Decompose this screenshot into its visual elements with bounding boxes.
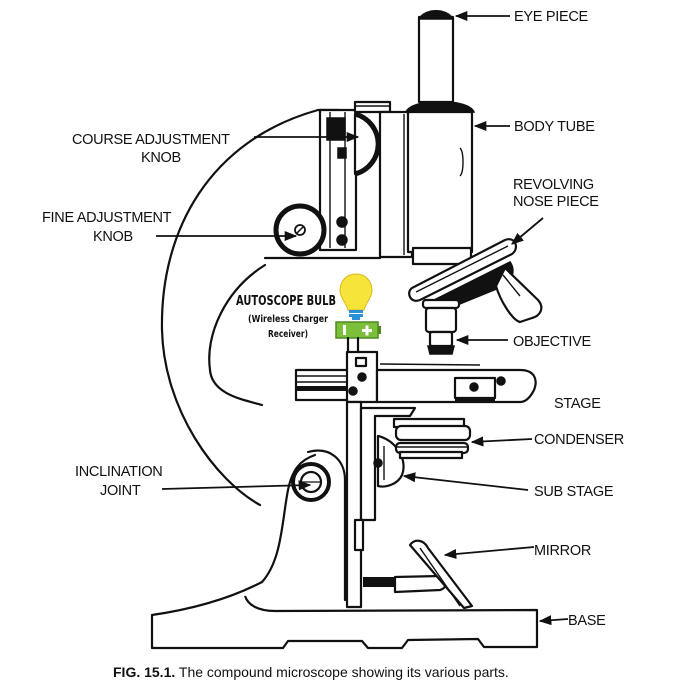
labels: EYE PIECE BODY TUBE REVOLVING NOSE PIECE… xyxy=(42,9,624,629)
label-inclination-line1: INCLINATION xyxy=(75,464,162,480)
figure-caption-number: FIG. 15.1. xyxy=(113,664,175,680)
arm xyxy=(160,108,347,602)
label-sub-stage: SUB STAGE xyxy=(534,484,614,500)
base xyxy=(150,580,539,650)
label-revolving-line1: REVOLVING xyxy=(513,177,594,193)
label-eye-piece: EYE PIECE xyxy=(514,9,588,25)
autoscope-bulb-subtitle-2: Receiver) xyxy=(268,329,308,340)
stage xyxy=(294,350,537,404)
label-objective: OBJECTIVE xyxy=(513,334,592,350)
figure-caption-text: The compound microscope showing its vari… xyxy=(175,664,509,680)
coarse-adjustment-knob[interactable] xyxy=(353,100,392,177)
label-fine-adjustment-line2: KNOB xyxy=(93,229,133,245)
eye-piece xyxy=(417,10,455,104)
figure-caption: FIG. 15.1. The compound microscope showi… xyxy=(113,664,509,680)
body-tube xyxy=(378,100,476,266)
label-base: BASE xyxy=(568,613,606,629)
autoscope-bulb-annotation: AUTOSCOPE BULB (Wireless Charger Receive… xyxy=(236,273,381,354)
label-fine-adjustment-line1: FINE ADJUSTMENT xyxy=(42,210,172,226)
label-mirror: MIRROR xyxy=(534,543,591,559)
label-course-adjustment-line1: COURSE ADJUSTMENT xyxy=(72,132,230,148)
label-inclination-line2: JOINT xyxy=(100,483,141,499)
label-stage: STAGE xyxy=(554,396,601,412)
lightbulb-icon xyxy=(339,273,373,320)
inclination-joint xyxy=(291,462,331,502)
label-course-adjustment-line2: KNOB xyxy=(141,150,181,166)
battery-icon xyxy=(335,321,381,339)
objective xyxy=(421,298,461,355)
fine-adjustment-knob[interactable] xyxy=(273,203,327,257)
leader-lines xyxy=(156,10,569,626)
label-revolving-line2: NOSE PIECE xyxy=(513,194,599,210)
label-condenser: CONDENSER xyxy=(534,432,624,448)
mirror xyxy=(353,518,474,610)
autoscope-bulb-subtitle-1: (Wireless Charger xyxy=(248,314,328,325)
autoscope-bulb-title: AUTOSCOPE BULB xyxy=(236,293,336,309)
condenser xyxy=(392,417,472,460)
label-body-tube: BODY TUBE xyxy=(514,119,595,135)
